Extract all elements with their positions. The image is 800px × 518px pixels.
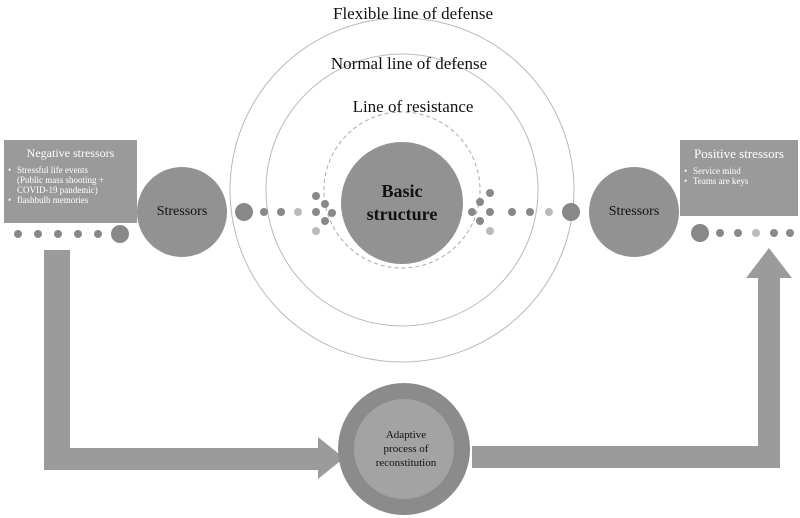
left-core-dots (235, 192, 336, 235)
flexible-line-label: Flexible line of defense (332, 4, 494, 23)
list-item: Service mind (684, 166, 798, 176)
negative-stressors-content: Negative stressors Stressful life events… (4, 140, 137, 223)
normal-line-label: Normal line of defense (330, 54, 488, 73)
resistance-line-label: Line of resistance (352, 97, 474, 116)
left-stressors-circle (137, 167, 227, 257)
negative-to-reconstitution-arrow (44, 250, 344, 479)
list-item: flashbulb memories (8, 195, 137, 205)
right-dot-row (691, 224, 794, 242)
list-item: Stressful life events (8, 165, 137, 175)
list-item: COVID-19 pandemic) (17, 185, 98, 195)
adaptive-inner-circle (354, 399, 454, 499)
positive-stressors-title: Positive stressors (694, 146, 784, 161)
left-stressors-label: Stressors (156, 204, 208, 219)
adaptive-process-label: Adaptive process of reconstitution (375, 429, 437, 469)
negative-stressors-title: Negative stressors (26, 146, 115, 160)
flexible-line-of-defense-ring (229, 17, 575, 363)
left-dot-row (14, 225, 129, 243)
right-core-dots (468, 189, 580, 235)
basic-structure-circle (341, 142, 463, 264)
right-stressors-circle (589, 167, 679, 257)
basic-structure-label: Basic structure (366, 181, 438, 224)
list-item: Teams are keys (684, 176, 798, 186)
negative-stressors-box (4, 140, 137, 223)
list-item: (Public mass shooting + (17, 175, 104, 185)
reconstitution-to-positive-arrow (472, 248, 792, 468)
normal-line-of-defense-ring (265, 53, 539, 327)
line-of-resistance-ring (323, 111, 481, 269)
right-stressors-label: Stressors (608, 204, 660, 219)
positive-stressors-content: Positive stressors Service mind Teams ar… (680, 140, 798, 216)
positive-stressors-list: Service mind Teams are keys (680, 166, 798, 186)
negative-stressors-list: Stressful life events (Public mass shoot… (4, 165, 137, 205)
